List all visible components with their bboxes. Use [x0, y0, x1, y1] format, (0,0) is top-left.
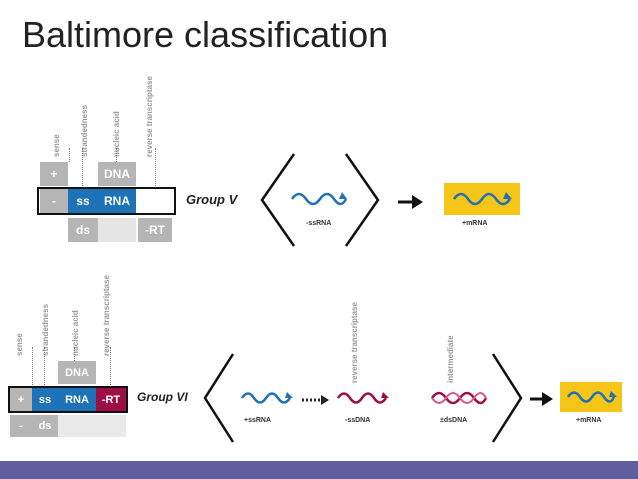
blank-cell: [58, 415, 126, 437]
column-tick: [110, 347, 111, 387]
slide-title: Baltimore classification: [22, 14, 389, 55]
selected-row-frame: [8, 386, 128, 413]
reverse-transcriptase-column-header: reverse transcriptase: [102, 275, 111, 356]
group-v-label: Group V: [186, 192, 238, 207]
angle-bracket-icon: [203, 353, 523, 443]
wave-icon: [336, 392, 389, 404]
strandedness-column-header: strandedness: [41, 303, 50, 356]
reverse-transcriptase-step-label: reverse transcriptase: [350, 302, 359, 383]
blank-cell: [98, 218, 136, 242]
column-tick: [74, 347, 75, 361]
rt-cell: -RT: [138, 218, 172, 242]
group-vi-label: Group VI: [137, 390, 188, 404]
positive-sense-cell: +: [10, 388, 32, 411]
ds-cell: ds: [32, 415, 58, 437]
column-tick: [69, 148, 70, 162]
nucleic-acid-column-header: nucleic acid: [71, 310, 80, 356]
sense-column-header: sense: [52, 134, 61, 157]
column-tick: [44, 347, 45, 387]
negative-sense-cell: -: [40, 189, 68, 213]
column-tick: [155, 148, 156, 188]
selected-row-frame: [37, 187, 176, 215]
wave-icon: [566, 391, 617, 403]
ds-cell: ds: [68, 218, 98, 242]
wave-icon: [452, 192, 512, 206]
product-label: +mRNA: [462, 220, 488, 227]
column-tick: [32, 347, 33, 387]
dna-cell: DNA: [98, 162, 136, 186]
ss-cell: ss: [32, 388, 58, 411]
column-tick: [82, 148, 83, 188]
sense-column-header: sense: [15, 333, 24, 356]
genome-label: -ssRNA: [306, 220, 332, 227]
wave-icon: [290, 192, 348, 206]
intermediate-step-label: intermediate: [446, 335, 455, 383]
intermediate-1-label: -ssDNA: [345, 417, 371, 424]
rt-cell: -RT: [96, 388, 126, 411]
right-arrow-icon: [530, 392, 553, 406]
column-tick: [116, 148, 117, 162]
rna-cell: RNA: [58, 388, 96, 411]
wave-icon: [240, 392, 293, 404]
double-helix-icon: [430, 391, 488, 405]
dna-cell: DNA: [58, 361, 96, 384]
dotted-arrow-icon: [302, 395, 329, 405]
positive-sense-cell: +: [40, 162, 68, 186]
genome-label: +ssRNA: [244, 417, 272, 424]
right-arrow-icon: [398, 195, 423, 209]
intermediate-2-label: ±dsDNA: [440, 417, 468, 424]
negative-sense-cell: -: [10, 415, 32, 437]
angle-bracket-icon: [260, 153, 380, 247]
product-label: +mRNA: [576, 417, 602, 424]
ss-cell: ss: [68, 189, 98, 213]
reverse-transcriptase-column-header: reverse transcriptase: [145, 76, 154, 157]
rna-cell: RNA: [98, 189, 136, 213]
slide-footer-bar: [0, 461, 638, 479]
